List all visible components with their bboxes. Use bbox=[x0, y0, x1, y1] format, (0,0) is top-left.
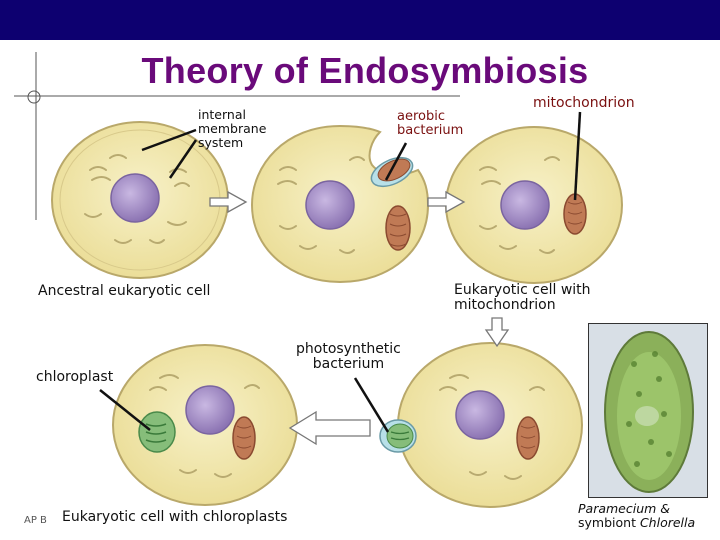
internal-membrane-label: internal membrane system bbox=[198, 107, 267, 150]
paramecium-caption-chlorella: Chlorella bbox=[639, 514, 696, 530]
chloroplast-cell bbox=[112, 344, 298, 506]
chloroplast-label: chloroplast bbox=[36, 369, 114, 385]
footer-label: AP B bbox=[24, 515, 47, 526]
mitochondrial-cell bbox=[445, 126, 623, 284]
mitochondrion-label: mitochondrion bbox=[533, 95, 635, 111]
arrow-right-icon bbox=[427, 190, 466, 214]
paramecium-caption: Paramecium & symbiont Chlorella bbox=[578, 502, 695, 530]
engulfing-cell bbox=[250, 124, 430, 284]
eukaryotic-chloro-label: Eukaryotic cell with chloroplasts bbox=[62, 509, 288, 525]
ancestral-cell bbox=[51, 121, 229, 279]
slide-crosshair-decoration bbox=[14, 52, 460, 220]
aerobic-bacterium-label: aerobic bacterium bbox=[397, 109, 464, 139]
photosynthetic-bacterium-label: photosynthetic bacterium bbox=[296, 341, 401, 373]
arrow-right-icon bbox=[209, 190, 248, 214]
photosynthetic-bacterium-shape bbox=[379, 419, 417, 453]
mitochondrion-shape bbox=[385, 205, 411, 251]
aerobic-bacterium-shape bbox=[370, 156, 414, 188]
leader-lines bbox=[99, 111, 582, 433]
paramecium-caption-symbiont: symbiont bbox=[578, 514, 636, 530]
top-banner bbox=[0, 0, 720, 40]
chloroplast-shape bbox=[138, 411, 176, 453]
paramecium-photo bbox=[588, 323, 708, 498]
arrow-down-icon bbox=[484, 317, 510, 348]
photosynthetic-engulfing-cell bbox=[379, 342, 583, 508]
eukaryotic-mito-label: Eukaryotic cell with mitochondrion bbox=[454, 282, 591, 314]
ancestral-cell-label: Ancestral eukaryotic cell bbox=[38, 283, 211, 299]
paramecium-caption-line1: Paramecium & bbox=[578, 501, 671, 516]
arrow-left-icon bbox=[288, 410, 371, 446]
slide-title: Theory of Endosymbiosis bbox=[141, 50, 589, 91]
